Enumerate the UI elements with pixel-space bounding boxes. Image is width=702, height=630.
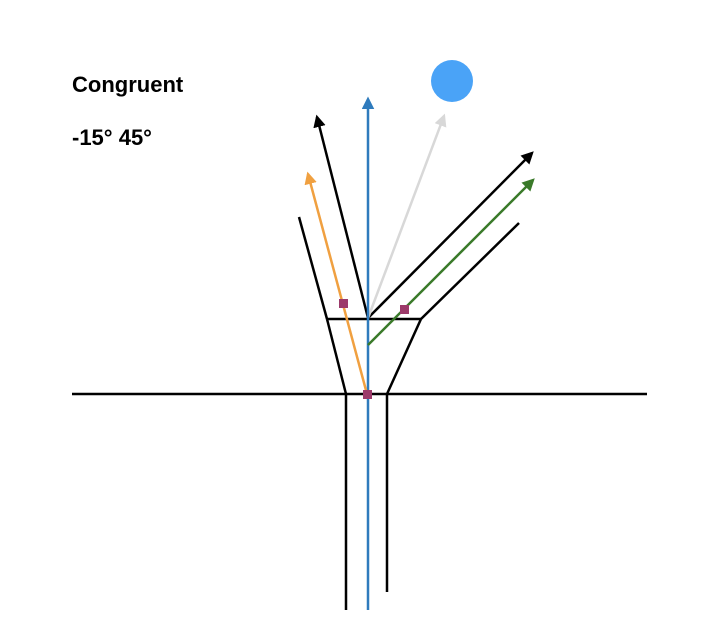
right-black-arrow xyxy=(367,151,534,319)
cup-right-line xyxy=(385,318,423,395)
right-marker xyxy=(400,305,409,314)
green-arrow xyxy=(367,178,535,346)
cup-left-line xyxy=(325,318,348,395)
sun-icon xyxy=(431,60,473,102)
left-marker xyxy=(339,299,348,308)
sun-direction-arrow xyxy=(366,113,447,319)
condition-label: Congruent xyxy=(72,72,184,97)
right-branch-line xyxy=(420,222,520,320)
left-black-arrow xyxy=(313,114,370,319)
angles-label: -15° 45° xyxy=(72,125,152,150)
left-branch-line xyxy=(297,216,329,320)
orange-arrow xyxy=(304,171,369,395)
base-marker xyxy=(363,390,372,399)
